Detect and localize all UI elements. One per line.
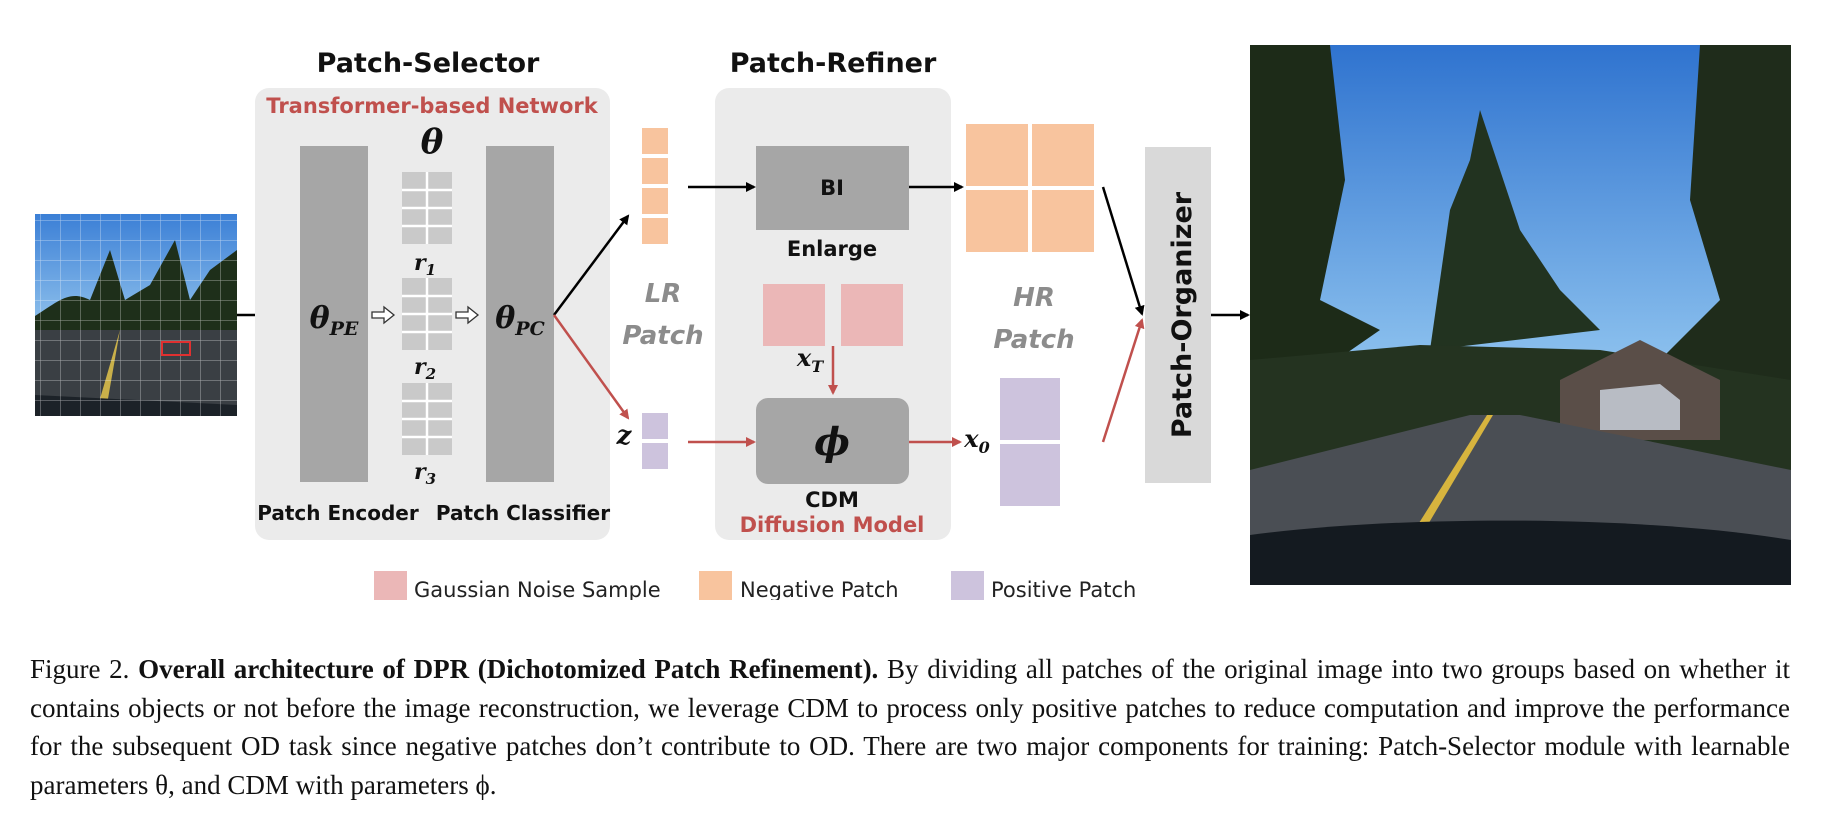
legend-negative-label: Negative Patch — [740, 578, 899, 600]
hollow-arrow-2 — [455, 305, 480, 325]
hr-patch-label-2: Patch — [993, 325, 1074, 355]
x0-symbol: x0 — [963, 424, 989, 457]
detected-object-box — [161, 341, 191, 356]
theta-symbol: θ — [421, 122, 444, 162]
diffusion-model-label: Diffusion Model — [740, 513, 925, 537]
caption-title: Overall architecture of DPR (Dichotomize… — [138, 654, 879, 684]
legend-positive-swatch — [951, 571, 984, 600]
bi-block — [756, 146, 909, 230]
legend-noise-swatch — [374, 571, 407, 600]
cdm-block — [756, 398, 909, 484]
caption-body: By dividing all patches of the original … — [30, 654, 1790, 800]
transformer-network-label: Transformer-based Network — [266, 94, 598, 118]
r2-label: r2 — [414, 354, 436, 383]
bi-label: BI — [820, 176, 844, 200]
enlarge-label: Enlarge — [787, 237, 877, 261]
hr-patch-label-1: HR — [1013, 283, 1055, 313]
patch-encoder-block — [300, 146, 368, 482]
patch-organizer-block — [1145, 147, 1211, 483]
patch-organizer-label: Patch-Organizer — [1167, 191, 1198, 438]
output-image — [1250, 45, 1791, 585]
hr-negative-patches — [966, 124, 1094, 252]
lr-patch-label-2: Patch — [622, 321, 703, 351]
architecture-figure: Patch-Selector Transformer-based Network… — [35, 45, 1791, 600]
patch-classifier-block — [486, 146, 554, 482]
caption-prefix: Figure 2. — [30, 654, 139, 684]
input-image — [35, 214, 237, 416]
figure-caption: Figure 2. Overall architecture of DPR (D… — [30, 650, 1790, 804]
lr-negative-patches — [642, 128, 668, 244]
legend-noise-label: Gaussian Noise Sample — [414, 578, 661, 600]
legend-negative-swatch — [699, 571, 732, 600]
legend-positive-label: Positive Patch — [991, 578, 1136, 600]
cdm-label: CDM — [805, 488, 859, 512]
lr-patch-label-1: LR — [645, 279, 682, 309]
xt-symbol: xT — [796, 343, 824, 376]
phi-symbol: ϕ — [814, 419, 850, 464]
patch-classifier-label: Patch Classifier — [436, 501, 610, 525]
lr-positive-patches — [642, 413, 668, 469]
patch-encoder-symbol: θPE — [310, 301, 359, 340]
hr-positive-patches — [1000, 378, 1060, 506]
r1-label: r1 — [414, 250, 436, 279]
r2-grid — [402, 278, 452, 350]
patch-refiner-title: Patch-Refiner — [730, 48, 937, 79]
r3-grid — [402, 383, 452, 455]
patch-encoder-label: Patch Encoder — [257, 501, 419, 525]
patch-classifier-symbol: θPC — [495, 301, 544, 340]
patch-selector-title: Patch-Selector — [317, 48, 540, 79]
r1-grid — [402, 172, 452, 244]
gaussian-noise-patches — [763, 284, 903, 346]
hollow-arrow-1 — [371, 305, 396, 325]
legend: Gaussian Noise Sample Negative Patch Pos… — [374, 571, 1136, 600]
z-symbol: z — [616, 421, 633, 451]
r3-label: r3 — [414, 459, 436, 488]
